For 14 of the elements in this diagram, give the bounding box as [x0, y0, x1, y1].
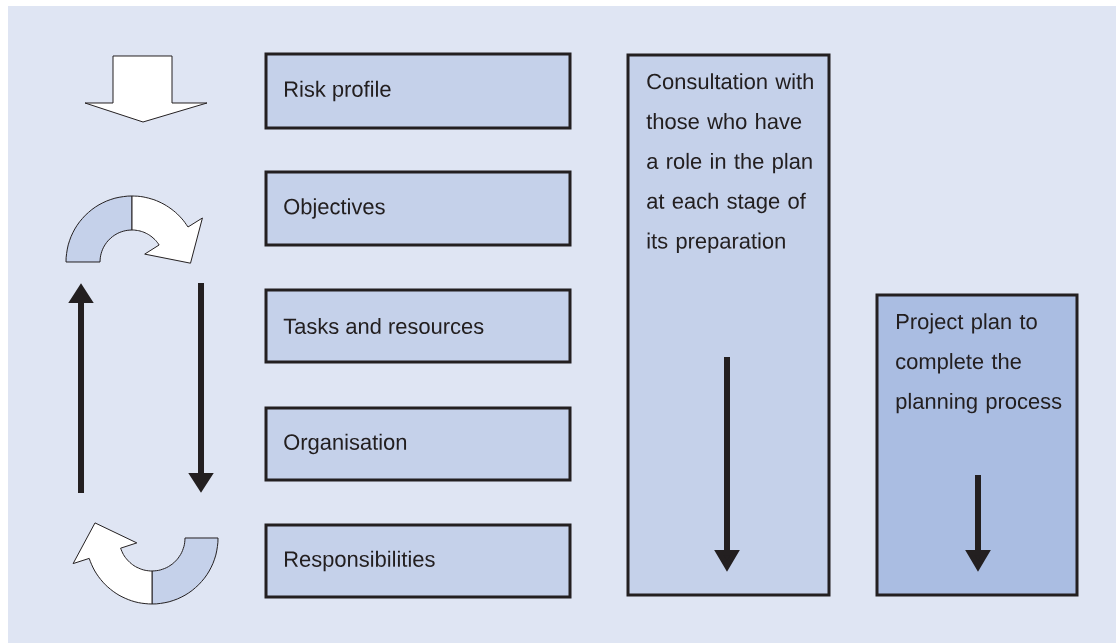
text-box: Responsibilities	[264, 523, 572, 599]
text-box: Consultation with those who have a role in the plan at each stage of its preparation	[626, 53, 831, 597]
node-text: Organisation	[284, 433, 407, 455]
node-text: Consultation with those who have a role in the plan at each stage of its preparation	[646, 73, 813, 254]
node-text: Responsibilities	[285, 550, 435, 572]
node-text: Tasks and resources	[283, 317, 484, 335]
node-text: Objectives	[284, 198, 385, 219]
node-text: Project plan to complete the planning process	[896, 313, 1062, 414]
text-box: Tasks and resources	[264, 288, 572, 364]
text-box: Project plan to complete the planning process	[875, 293, 1079, 597]
text-box: Objectives	[264, 170, 572, 247]
node-text: Risk profile	[285, 80, 391, 102]
text-box: Organisation	[264, 406, 572, 482]
text-box: Risk profile	[264, 52, 572, 130]
